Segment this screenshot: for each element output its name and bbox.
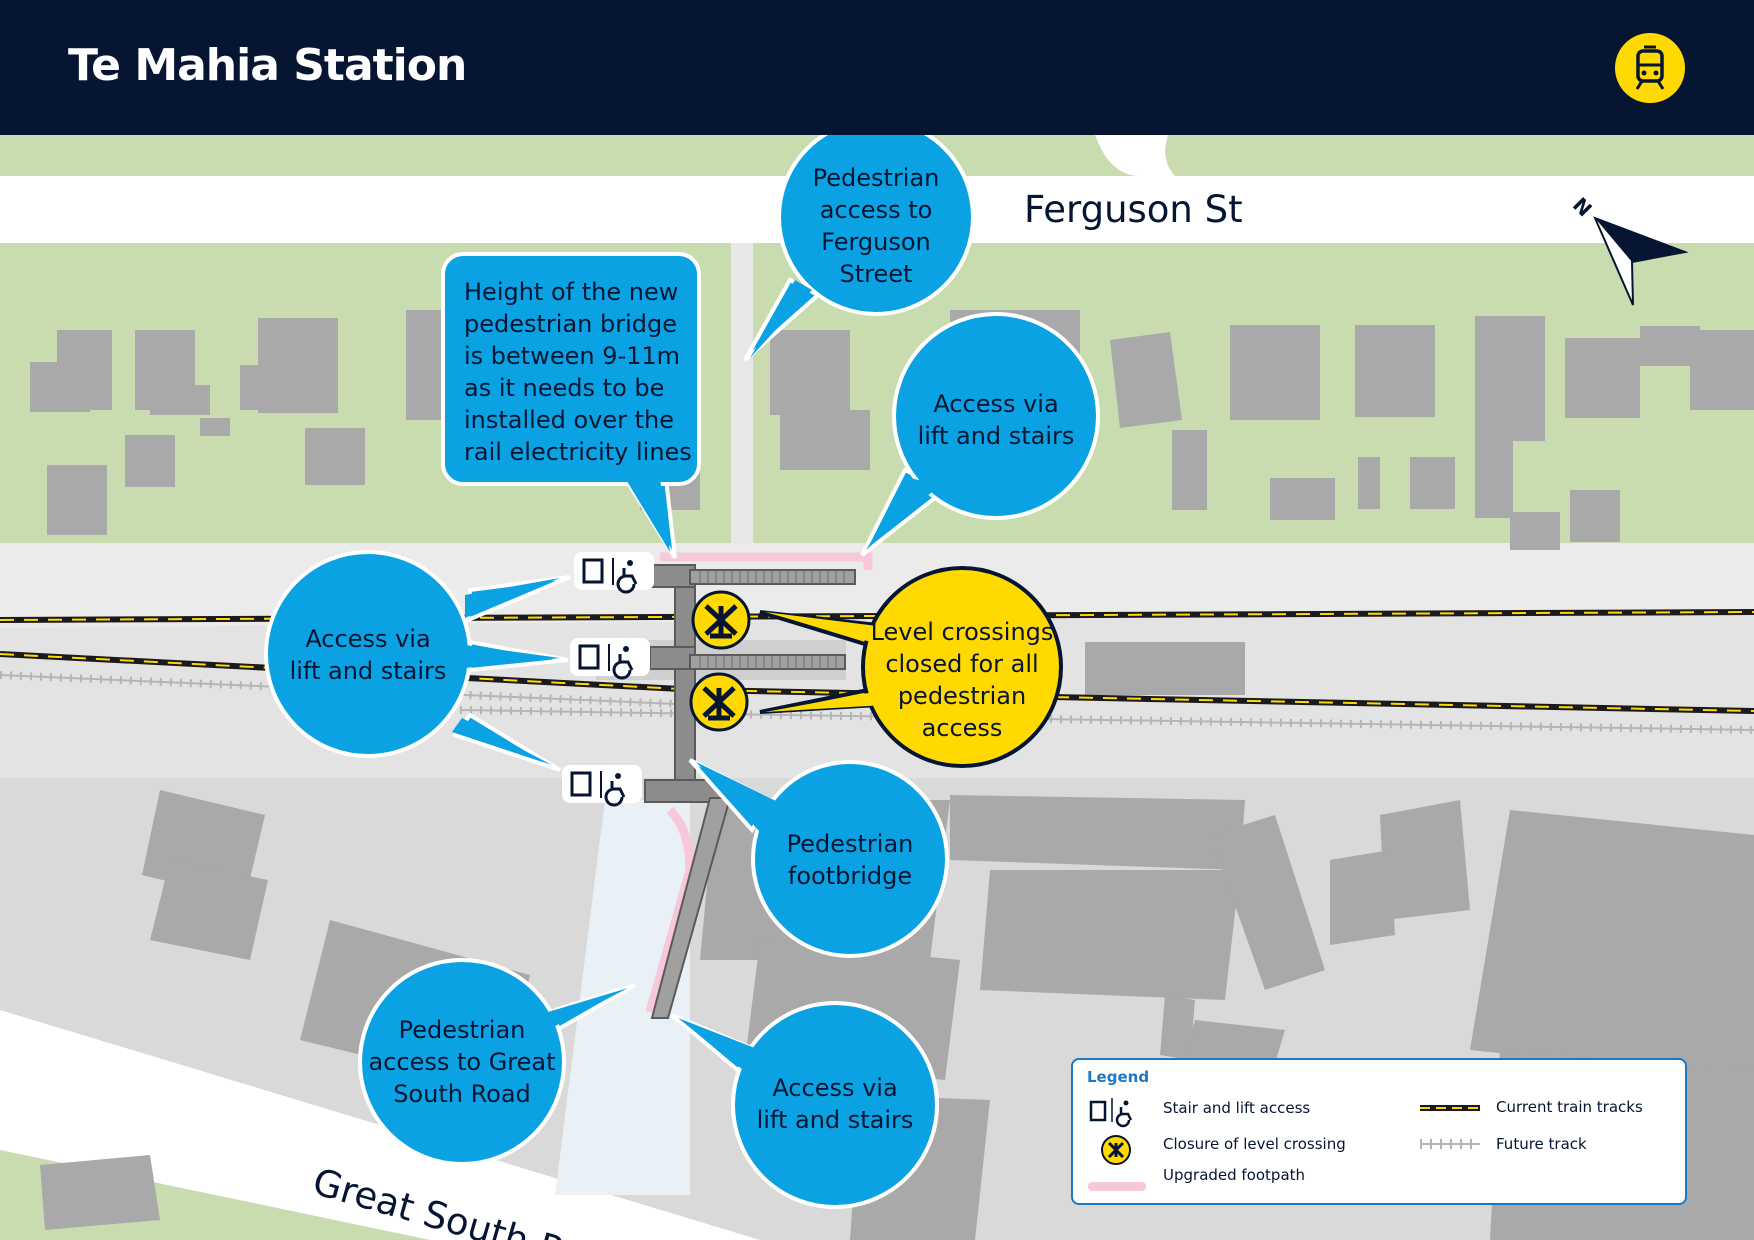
page-title: Te Mahia Station — [68, 40, 467, 91]
bubble-access-west — [264, 550, 571, 772]
bubble-footbridge — [688, 758, 949, 958]
bubble-bridge-height — [441, 252, 701, 560]
callout-gsr-access: Pedestrian access to Great South Road — [368, 1016, 556, 1108]
legend-title: Legend — [1087, 1068, 1150, 1086]
legend-footpath: Upgraded footpath — [1163, 1166, 1306, 1184]
callout-footbridge: Pedestrian footbridge — [786, 830, 914, 890]
level-crossing-closed-icon — [689, 672, 749, 732]
bubble-ferguson-access — [743, 135, 975, 362]
legend-stair-lift: Stair and lift access — [1163, 1099, 1311, 1117]
north-arrow-icon — [1593, 216, 1689, 306]
bubble-level-crossings — [759, 566, 1063, 768]
station-map — [0, 135, 1754, 1240]
callout-bridge-height: Height of the new pedestrian bridge is b… — [464, 278, 692, 466]
legend-icons — [1088, 1098, 1146, 1191]
level-crossing-closed-icon — [1101, 1135, 1131, 1165]
train-icon — [1615, 33, 1685, 103]
stair-lift-access-icon — [562, 765, 642, 807]
callout-ferguson-access: Pedestrian access to Ferguson Street — [812, 164, 940, 288]
legend-level-crossing: Closure of level crossing — [1163, 1135, 1346, 1153]
bubble-access-north — [860, 312, 1100, 557]
bubble-access-south — [670, 1001, 939, 1209]
ferguson-street-label: Ferguson St — [1024, 188, 1243, 231]
header-bar: Te Mahia Station — [0, 0, 1754, 135]
stair-lift-access-icon — [570, 638, 650, 680]
callout-access-south: Access via lift and stairs — [756, 1074, 914, 1134]
north-buildings — [30, 310, 1754, 550]
pedestrian-footbridge — [644, 564, 856, 1019]
level-crossing-closed-icon — [691, 590, 751, 650]
bubble-gsr-access — [358, 958, 636, 1166]
callout-level-crossings: Level crossings closed for all pedestria… — [870, 618, 1054, 742]
legend-track-icons — [1420, 1105, 1480, 1149]
stair-lift-access-icon — [574, 552, 654, 594]
legend-future-track: Future track — [1496, 1135, 1587, 1153]
callout-access-north: Access via lift and stairs — [917, 390, 1075, 450]
platform-east — [1085, 642, 1245, 695]
stair-lift-icon — [1089, 1098, 1133, 1128]
map-legend: Legend Stair and lift access Closure of … — [1071, 1058, 1687, 1205]
upgraded-footpath — [645, 552, 873, 1014]
callout-access-west: Access via lift and stairs — [289, 625, 447, 685]
pink-line-icon — [1088, 1182, 1146, 1191]
legend-current-tracks: Current train tracks — [1496, 1098, 1643, 1116]
